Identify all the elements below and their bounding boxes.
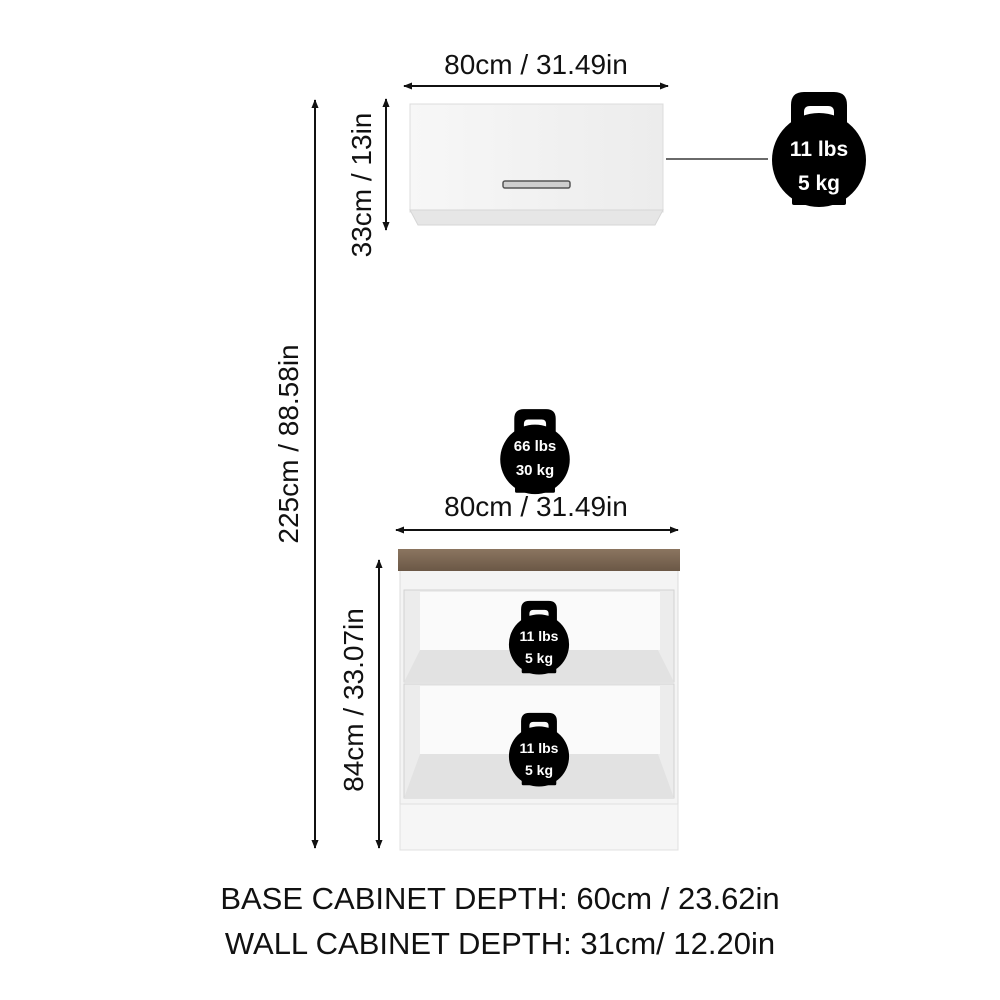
wall-cabinet-weight-kg: 5 kg [797,172,841,195]
countertop [398,549,680,571]
wall-cabinet [409,103,664,226]
base-cabinet-depth-text: BASE CABINET DEPTH: 60cm / 23.62in [220,881,780,916]
kettlebell-icon [772,92,866,207]
wall-cabinet-depth-text: WALL CABINET DEPTH: 31cm/ 12.20in [224,926,776,961]
kettlebell-icon [500,409,570,495]
base-cabinet [398,549,680,851]
kettlebell-icon [508,712,570,787]
wall-cabinet-handle [502,180,571,189]
base-cabinet-plinth [399,803,679,851]
wall-cabinet-height-label: 33cm / 13in [346,112,377,258]
upper-shelf-weight-lbs: 11 lbs [519,628,559,644]
upper-shelf-weight-kg: 5 kg [524,650,554,666]
base-cabinet-width-label: 80cm / 31.49in [444,491,628,522]
wall-cabinet-weight-lbs: 11 lbs [789,138,849,161]
total-height-label: 225cm / 88.58in [273,344,304,544]
countertop-weight-kg: 30 kg [515,462,555,479]
base-cabinet-height-label: 84cm / 33.07in [338,608,369,792]
lower-shelf-weight-lbs: 11 lbs [519,740,559,756]
wall-cabinet-width-label: 80cm / 31.49in [444,49,628,80]
countertop-weight-lbs: 66 lbs [513,438,557,455]
lower-shelf-weight-kg: 5 kg [524,762,554,778]
kettlebell-icon [508,600,570,675]
